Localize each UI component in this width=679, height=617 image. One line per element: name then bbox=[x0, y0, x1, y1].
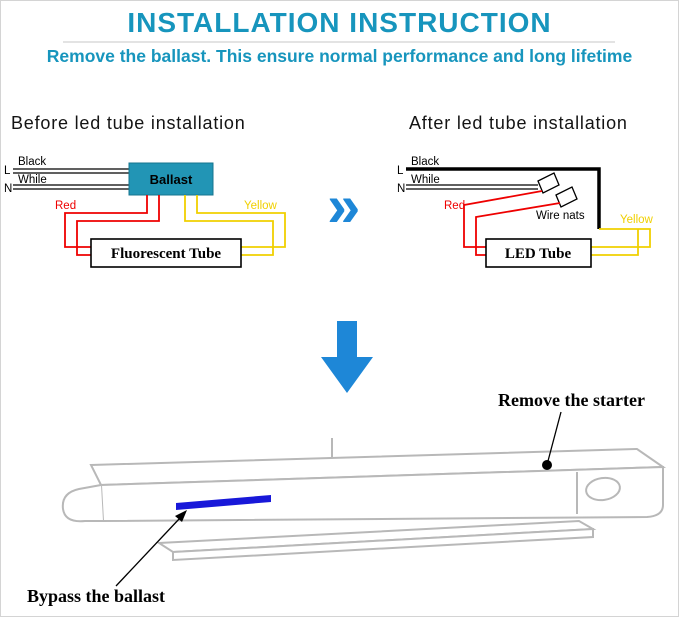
before-red-wire-2 bbox=[76, 195, 160, 256]
before-red-wire-1 bbox=[64, 195, 148, 248]
after-black-label: Black bbox=[411, 156, 439, 168]
fluorescent-tube-box bbox=[90, 238, 242, 268]
before-live-wire bbox=[13, 168, 129, 174]
after-yellow-label: Yellow bbox=[620, 214, 654, 226]
cover-strip-front bbox=[172, 527, 594, 562]
after-red-wire-2 bbox=[475, 202, 561, 256]
fixture-front-face bbox=[99, 465, 664, 523]
wire-nuts-label: Wire nats bbox=[536, 210, 585, 222]
before-while-label: While bbox=[18, 174, 47, 186]
before-section-heading: Before led tube installation bbox=[11, 113, 246, 133]
before-black-label: Black bbox=[18, 156, 46, 168]
after-section-heading: After led tube installation bbox=[409, 113, 628, 133]
bypass-ballast-label: Bypass the ballast bbox=[27, 586, 166, 606]
down-arrow-shape bbox=[321, 321, 373, 393]
down-arrow-icon bbox=[321, 321, 373, 393]
led-tube-label: LED Tube bbox=[505, 246, 572, 262]
after-l-label: L bbox=[397, 165, 404, 177]
page-title: INSTALLATION INSTRUCTION bbox=[127, 7, 552, 38]
fluorescent-tube-label: Fluorescent Tube bbox=[111, 246, 221, 262]
after-red-wire-1 bbox=[463, 190, 543, 248]
fixture-illustration bbox=[61, 411, 667, 587]
after-while-label: While bbox=[411, 174, 440, 186]
fixture-left-socket bbox=[61, 484, 103, 523]
after-live-wire bbox=[406, 167, 601, 229]
after-yellow-wire-1 bbox=[591, 228, 651, 248]
starter-dot bbox=[542, 460, 552, 470]
bypass-leader-arrowhead-icon bbox=[175, 510, 187, 522]
before-yellow-wire-1 bbox=[196, 195, 286, 248]
bypass-ballast-bar bbox=[176, 495, 271, 510]
after-red-label: Red bbox=[444, 200, 465, 212]
ballast-label: Ballast bbox=[150, 172, 193, 187]
ballast-box bbox=[128, 162, 214, 196]
page-subtitle: Remove the ballast. This ensure normal p… bbox=[46, 46, 633, 66]
before-l-label: L bbox=[4, 165, 11, 177]
after-yellow-wire-2 bbox=[591, 229, 639, 256]
after-n-label: N bbox=[397, 183, 405, 195]
after-neutral-wire bbox=[406, 184, 538, 190]
remove-starter-label: Remove the starter bbox=[498, 390, 645, 410]
title-divider bbox=[63, 41, 615, 43]
before-wiring-diagram: Black L While N Ballast Red Yellow Fluor… bbox=[4, 156, 286, 268]
transition-chevrons-icon: » bbox=[327, 172, 361, 239]
after-wiring-diagram: Black L While N Wire nats Red Yellow LED… bbox=[397, 156, 654, 268]
remove-starter-leader-line bbox=[547, 411, 562, 462]
led-tube-box bbox=[485, 238, 592, 268]
wire-nut-icon-1 bbox=[537, 172, 560, 194]
fixture-knockout-hole bbox=[585, 476, 621, 502]
before-yellow-label: Yellow bbox=[244, 200, 278, 212]
before-n-label: N bbox=[4, 183, 12, 195]
before-yellow-wire-2 bbox=[184, 195, 274, 256]
before-red-label: Red bbox=[55, 200, 76, 212]
before-neutral-wire bbox=[13, 184, 129, 190]
bypass-leader-line bbox=[115, 517, 181, 587]
